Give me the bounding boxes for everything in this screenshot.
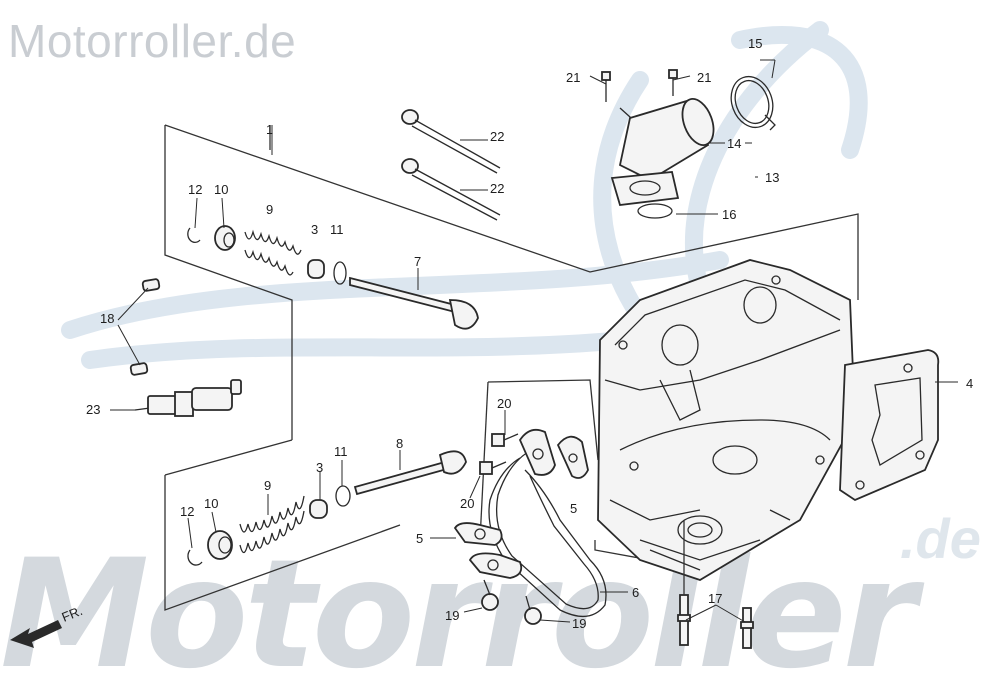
label-14: 14: [727, 136, 741, 151]
oil-pipe-bolt-left: [481, 579, 499, 611]
valve-retainer-clip-bottom: [187, 549, 203, 566]
oil-pipe-gasket-left: [453, 522, 503, 546]
watermark-brand-large: Motorroller: [0, 528, 917, 678]
label-19-right: 19: [572, 616, 586, 631]
intake-bolt-right: [668, 69, 678, 96]
label-12-bottom: 12: [180, 504, 194, 519]
watermark-brand-small: Motorroller.de: [8, 15, 297, 67]
valve-retainer-clip-top: [187, 227, 201, 243]
label-9-top: 9: [266, 202, 273, 217]
label-11-bottom: 11: [334, 444, 348, 459]
oil-pipe-bolt-right: [524, 595, 542, 625]
label-8: 8: [396, 436, 403, 451]
label-5-left: 5: [416, 531, 423, 546]
valve-spring-bottom: [239, 495, 305, 554]
label-15: 15: [748, 36, 762, 51]
valve-seal-top: [307, 259, 325, 279]
label-12-top: 12: [188, 182, 202, 197]
label-6: 6: [632, 585, 639, 600]
label-19-left: 19: [445, 608, 459, 623]
valve-seal-bottom: [309, 499, 328, 519]
spring-seat-bottom: [335, 485, 351, 507]
head-gasket: [839, 349, 940, 502]
label-22-bottom: 22: [490, 181, 504, 196]
watermark-brand-suffix: .de: [900, 507, 981, 570]
label-23: 23: [86, 402, 100, 417]
intake-o-ring: [637, 203, 673, 219]
label-16: 16: [722, 207, 736, 222]
label-10-top: 10: [214, 182, 228, 197]
label-3-top: 3: [311, 222, 318, 237]
label-20-top: 20: [497, 396, 511, 411]
cylinder-head: [597, 259, 856, 581]
label-9-bottom: 9: [264, 478, 271, 493]
intake-manifold: [610, 98, 715, 206]
flange-bolt-upper: [491, 433, 519, 447]
group-bracket-top: [164, 124, 859, 611]
label-5-right: 5: [570, 501, 577, 516]
label-21-left: 21: [566, 70, 580, 85]
label-22-top: 22: [490, 129, 504, 144]
oil-pipe-gasket-right: [556, 435, 589, 479]
label-10-bottom: 10: [204, 496, 218, 511]
label-18: 18: [100, 311, 114, 326]
dowel-pin-upper: [141, 278, 161, 292]
spring-seat-top: [333, 261, 347, 285]
valve-spring-top: [244, 229, 302, 276]
label-3-bottom: 3: [316, 460, 323, 475]
stud-bolt-left: [677, 594, 691, 646]
exhaust-valve: [353, 450, 467, 496]
flange-bolt-lower: [479, 461, 507, 475]
label-7: 7: [414, 254, 421, 269]
intake-valve: [349, 276, 479, 330]
leader-lines: [110, 59, 958, 623]
spark-plug: [134, 379, 242, 417]
intake-bolt-left: [601, 71, 611, 102]
front-direction-arrow-icon: [10, 620, 62, 648]
label-11-top: 11: [330, 222, 344, 237]
head-bolt-upper: [401, 109, 501, 174]
label-4: 4: [966, 376, 973, 391]
head-bolt-lower: [401, 158, 501, 221]
direction-label: FR.: [60, 603, 85, 625]
hose-clamp: [730, 75, 776, 131]
oil-pipe-flange: [518, 428, 556, 476]
spring-retainer-bottom: [207, 530, 233, 560]
stud-bolt-right: [740, 607, 754, 649]
label-20-bottom: 20: [460, 496, 474, 511]
label-13: 13: [765, 170, 779, 185]
dowel-pin-lower: [129, 362, 149, 376]
label-17: 17: [708, 591, 722, 606]
oil-pipe: [468, 451, 607, 617]
part-number-labels: 1 3 3 4 5 5 6 7 8 9 9 10 10 11 11 12 12 …: [86, 36, 973, 631]
label-21-right: 21: [697, 70, 711, 85]
spring-retainer-top: [214, 225, 236, 251]
label-1: 1: [266, 122, 273, 137]
